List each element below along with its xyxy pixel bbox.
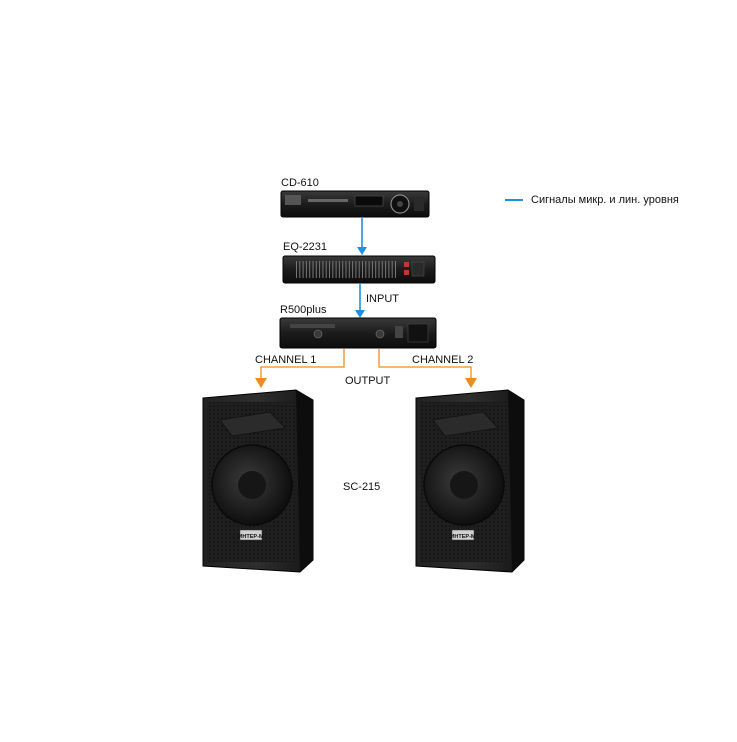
speaker-arrow-ch2 [465, 378, 477, 388]
eq-slider [329, 261, 330, 278]
legend-label: Сигналы микр. и лин. уровня [531, 194, 679, 206]
eq-slider [345, 261, 347, 278]
eq-slider [332, 261, 334, 278]
eq-slider [381, 261, 383, 278]
amplifier-label: R500plus [280, 304, 327, 316]
equalizer-label: EQ-2231 [283, 241, 328, 253]
eq-slider [302, 261, 304, 278]
speaker-model-label: SC-215 [343, 481, 381, 493]
signal-lines [355, 217, 367, 318]
eq-slider [355, 261, 357, 278]
eq-slider [309, 261, 311, 278]
speaker-left-badge: ИНТЕР-М [238, 534, 263, 540]
eq-slider [296, 261, 297, 278]
channel-1-label: CHANNEL 1 [255, 354, 317, 366]
eq-slider [388, 261, 390, 278]
eq-slider [371, 261, 373, 278]
channel-2-label: CHANNEL 2 [412, 354, 474, 366]
eq-slider [322, 261, 324, 278]
speaker-right-badge: ИНТЕР-М [450, 534, 475, 540]
eq-slider [375, 261, 377, 278]
amplifier-unit [279, 317, 437, 349]
speaker-left: ИНТЕР-М [202, 389, 314, 573]
speaker-right: ИНТЕР-М [415, 389, 525, 573]
signal-arrow-cd-eq [357, 247, 367, 255]
eq-slider [365, 261, 367, 278]
speaker-arrow-ch1 [255, 378, 267, 388]
eq-slider [315, 261, 317, 278]
eq-slider [352, 261, 354, 278]
eq-slider [378, 261, 380, 278]
eq-slider [319, 261, 321, 278]
eq-slider [395, 261, 396, 278]
eq-slider [338, 261, 340, 278]
cd-player-unit [280, 190, 430, 218]
input-label: INPUT [366, 293, 399, 305]
eq-slider [362, 261, 363, 278]
eq-slider [335, 261, 337, 278]
eq-slider [385, 261, 387, 278]
equalizer-unit [282, 255, 436, 284]
eq-slider [391, 261, 393, 278]
eq-slider [312, 261, 314, 278]
eq-slider [358, 261, 360, 278]
output-label: OUTPUT [345, 375, 391, 387]
eq-slider [325, 261, 327, 278]
eq-slider [368, 261, 370, 278]
signal-arrow-eq-amp [355, 310, 365, 318]
eq-slider [348, 261, 350, 278]
cd-player-label: CD-610 [281, 177, 319, 189]
eq-slider [342, 261, 344, 278]
speaker-lines [255, 349, 477, 388]
eq-slider [299, 261, 301, 278]
eq-slider [305, 261, 307, 278]
